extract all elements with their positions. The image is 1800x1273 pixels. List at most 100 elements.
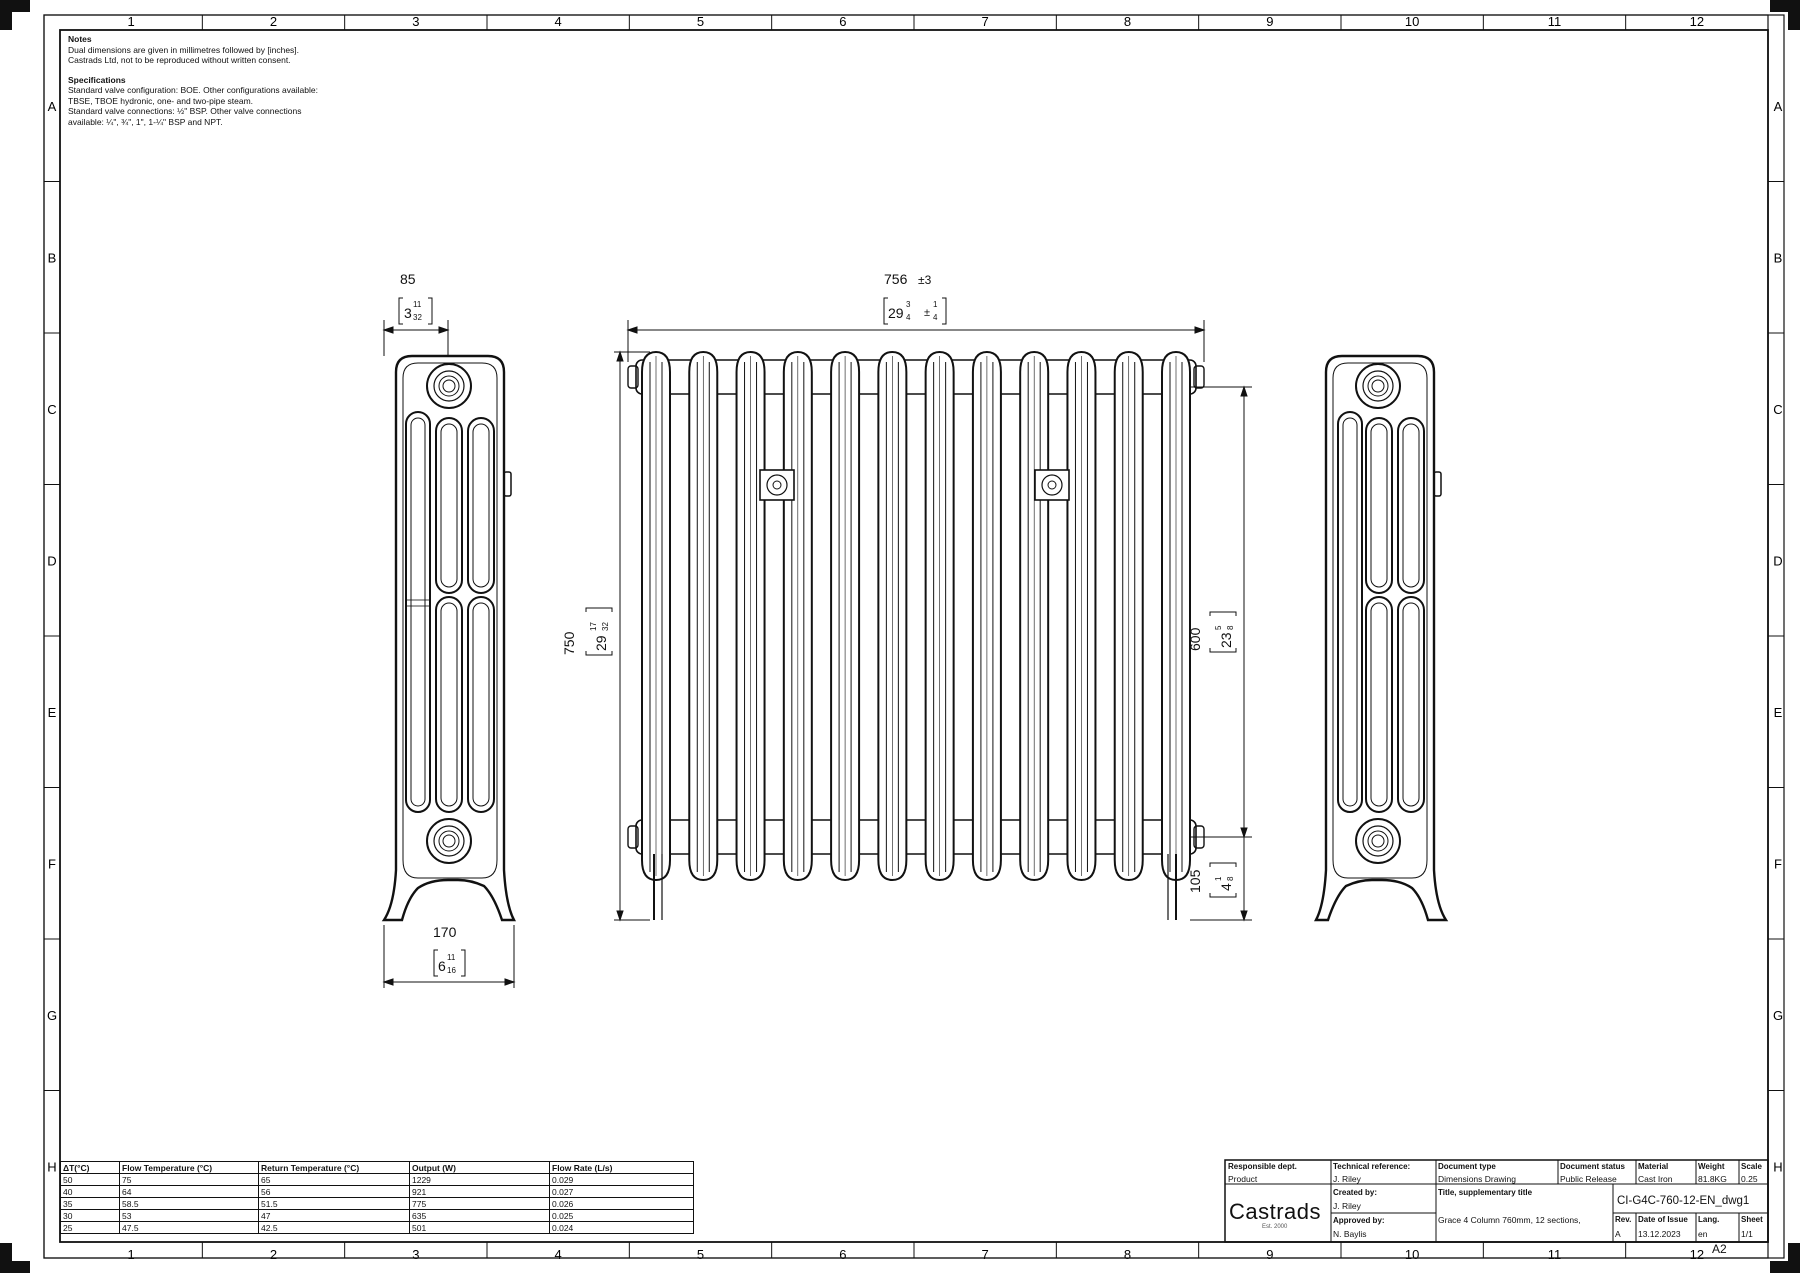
grid-column-label: 1 (128, 1247, 135, 1262)
dimension-lines (382, 297, 1252, 988)
lang-value: en (1698, 1229, 1708, 1239)
table-cell: 0.027 (549, 1185, 694, 1198)
dim-170-mm: 170 (433, 924, 457, 940)
grid-column-label: 6 (839, 1247, 846, 1262)
table-cell: 0.025 (549, 1209, 694, 1222)
radiator-section (971, 350, 1002, 882)
grid-column-label: 8 (1124, 14, 1131, 29)
dim-750-in-whole: 29 (593, 635, 609, 651)
grid-row-label: D (47, 553, 56, 568)
table-header: Flow Rate (L/s) (549, 1161, 694, 1174)
rev-value: A (1615, 1229, 1621, 1239)
radiator-sections (641, 350, 1191, 882)
grid-column-label: 1 (128, 14, 135, 29)
approved-value: N. Baylis (1333, 1229, 1367, 1239)
table-cell: 40 (60, 1185, 120, 1198)
grid-column-label: 8 (1124, 1247, 1131, 1262)
grid-column-label: 3 (412, 1247, 419, 1262)
rev-label: Rev. (1615, 1215, 1632, 1224)
spec-line: Standard valve connections: ½" BSP. Othe… (68, 106, 302, 116)
table-cell: 1229 (409, 1173, 550, 1186)
responsible-label: Responsible dept. (1228, 1162, 1297, 1171)
left-side-view (381, 354, 516, 922)
table-cell: 47.5 (119, 1221, 259, 1234)
grid-row-label: C (1773, 402, 1782, 417)
grid-row-label: B (1774, 250, 1783, 265)
grid-column-label: 2 (270, 1247, 277, 1262)
table-cell: 0.024 (549, 1221, 694, 1234)
notes-line: Dual dimensions are given in millimetres… (68, 44, 300, 55)
table-cell: 635 (409, 1209, 550, 1222)
radiator-section (1066, 350, 1097, 882)
dim-756-tol-in-pm: ± (924, 307, 930, 319)
created-value: J. Riley (1333, 1201, 1361, 1211)
radiator-section (1113, 350, 1144, 882)
dim-170-in-whole: 6 (438, 958, 446, 974)
table-cell: 25 (60, 1221, 120, 1234)
table-cell: 75 (119, 1173, 259, 1186)
weight-label: Weight (1698, 1162, 1725, 1171)
dim-105-in-den: 8 (1226, 876, 1235, 881)
table-cell: 775 (409, 1197, 550, 1210)
document-number: CI-G4C-760-12-EN_dwg1 (1617, 1195, 1750, 1207)
scale-label: Scale (1741, 1162, 1762, 1171)
sheet-label: Sheet (1741, 1215, 1763, 1224)
dim-756-tol: ±3 (918, 273, 932, 287)
table-cell: 64 (119, 1185, 259, 1198)
doc-type-value: Dimensions Drawing (1438, 1174, 1516, 1184)
radiator-section (1161, 350, 1191, 882)
grid-column-label: 4 (555, 1247, 562, 1262)
table-cell: 0.026 (549, 1197, 694, 1210)
material-label: Material (1638, 1162, 1669, 1171)
scale-value: 0.25 (1741, 1174, 1758, 1184)
grid-column-label: 10 (1405, 14, 1419, 29)
grid-column-label: 3 (412, 14, 419, 29)
dim-600-in-den: 8 (1226, 625, 1235, 630)
dim-756-mm: 756 (884, 271, 908, 287)
grid-column-label: 6 (839, 14, 846, 29)
grid-column-label: 10 (1405, 1247, 1419, 1262)
table-cell: 51.5 (258, 1197, 410, 1210)
grid-row-label: D (1773, 553, 1782, 568)
tech-ref-label: Technical reference: (1333, 1162, 1411, 1171)
dim-85-in-whole: 3 (404, 305, 412, 321)
radiator-section (924, 350, 955, 882)
grid-column-label: 11 (1548, 1247, 1562, 1262)
grid-column-label: 11 (1548, 14, 1562, 29)
notes-block: Notes Dual dimensions are given in milli… (68, 34, 368, 127)
table-cell: 47 (258, 1209, 410, 1222)
spec-heading: Specifications (68, 74, 126, 85)
sheet-value: 1/1 (1741, 1229, 1753, 1239)
spec-line: Standard valve configuration: BOE. Other… (68, 85, 318, 95)
grid-row-label: F (48, 856, 56, 871)
approved-label: Approved by: (1333, 1216, 1385, 1225)
dim-105-mm: 105 (1187, 869, 1203, 893)
dim-756-tol-in-num: 1 (933, 300, 938, 309)
table-header: ΔT(°C) (60, 1161, 120, 1174)
dim-750-mm: 750 (561, 631, 577, 655)
dim-600-in-whole: 23 (1218, 632, 1234, 648)
doc-status-label: Document status (1560, 1162, 1625, 1171)
table-cell: 58.5 (119, 1197, 259, 1210)
title-block-frame (1224, 1159, 1769, 1243)
dim-756-in-num: 3 (906, 300, 911, 309)
grid-column-label: 7 (982, 1247, 989, 1262)
grid-row-label: E (1774, 705, 1783, 720)
dim-756-in-den: 4 (906, 313, 911, 322)
grid-column-label: 2 (270, 14, 277, 29)
dim-105-in-num: 1 (1214, 876, 1223, 881)
title-label: Title, supplementary title (1438, 1188, 1533, 1197)
dim-170-in-num: 11 (447, 953, 456, 962)
dim-85-in-num: 11 (413, 300, 422, 309)
table-cell: 50 (60, 1173, 120, 1186)
company-logo: Castrads (1229, 1199, 1322, 1224)
grid-row-label: A (1774, 99, 1783, 114)
weight-value: 81.8KG (1698, 1174, 1727, 1184)
